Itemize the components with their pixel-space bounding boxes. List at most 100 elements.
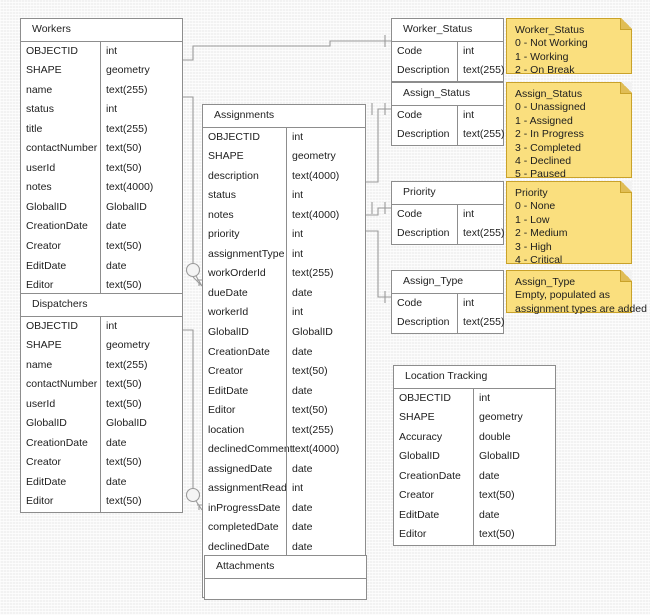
field-type: date bbox=[473, 505, 555, 526]
field-type: text(4000) bbox=[286, 205, 365, 226]
field-name: OBJECTID bbox=[26, 44, 78, 57]
note-line: 1 - Working bbox=[515, 50, 569, 63]
note-line: 2 - Medium bbox=[515, 227, 568, 240]
field-name: notes bbox=[26, 181, 52, 194]
field-name: status bbox=[208, 189, 237, 202]
entity-attachments[interactable]: Attachments bbox=[204, 555, 367, 600]
field-type: text(255) bbox=[457, 61, 504, 81]
field-type: text(255) bbox=[457, 224, 504, 244]
field-type: geometry bbox=[473, 408, 555, 428]
note-line: 4 - Critical bbox=[515, 254, 563, 267]
crowsfoot-dispatchers-assignments bbox=[197, 504, 202, 510]
field-type: geometry bbox=[286, 147, 365, 167]
field-name: Code bbox=[397, 44, 423, 57]
field-name: CreationDate bbox=[26, 436, 88, 449]
note-line: 2 - On Break bbox=[515, 64, 575, 77]
field-type: text(4000) bbox=[286, 440, 365, 460]
field-type: date bbox=[286, 518, 365, 539]
note-line: 0 - Unassigned bbox=[515, 101, 586, 114]
field-name: Creator bbox=[399, 489, 435, 502]
field-name: Description bbox=[397, 128, 450, 141]
field-type: text(50) bbox=[100, 453, 182, 473]
entity-field-row: declinedDate date bbox=[203, 538, 365, 558]
field-type: double bbox=[473, 427, 555, 448]
field-type: int bbox=[286, 244, 365, 265]
field-name: name bbox=[26, 358, 53, 371]
field-type: GlobalID bbox=[473, 447, 555, 467]
field-type: int bbox=[457, 204, 503, 225]
note-fold-icon bbox=[620, 82, 632, 94]
field-name: OBJECTID bbox=[399, 391, 451, 404]
note-line: Worker_Status bbox=[515, 24, 585, 36]
field-type: GlobalID bbox=[286, 323, 365, 343]
optional-marker-dispatchers bbox=[185, 487, 201, 503]
field-type: date bbox=[286, 538, 365, 558]
field-name: EditDate bbox=[26, 475, 67, 488]
field-type: int bbox=[286, 303, 365, 324]
field-name: contactNumber bbox=[26, 142, 98, 155]
entity-title: Priority bbox=[392, 182, 503, 205]
field-name: userId bbox=[26, 397, 56, 410]
field-type: text(255) bbox=[100, 355, 182, 376]
note-line: 1 - Assigned bbox=[515, 114, 573, 127]
note-line: Assign_Type bbox=[515, 276, 576, 288]
field-type: date bbox=[286, 498, 365, 519]
field-name: status bbox=[26, 103, 55, 116]
connector-dispatchers-assignments bbox=[183, 329, 194, 490]
field-name: declinedDate bbox=[208, 541, 270, 554]
field-name: GlobalID bbox=[26, 200, 67, 213]
field-name: Creator bbox=[26, 240, 62, 253]
field-type: date bbox=[286, 381, 365, 402]
connector-assignments-assign-status bbox=[366, 108, 391, 183]
entity-field-row: notes text(4000) bbox=[21, 178, 182, 198]
note-line: 5 - Paused bbox=[515, 168, 566, 181]
field-name: Editor bbox=[208, 404, 236, 417]
entity-title: Location Tracking bbox=[394, 366, 555, 389]
connector-assignments-priority bbox=[366, 207, 391, 216]
field-type: text(4000) bbox=[100, 178, 182, 198]
field-type: date bbox=[286, 342, 365, 363]
